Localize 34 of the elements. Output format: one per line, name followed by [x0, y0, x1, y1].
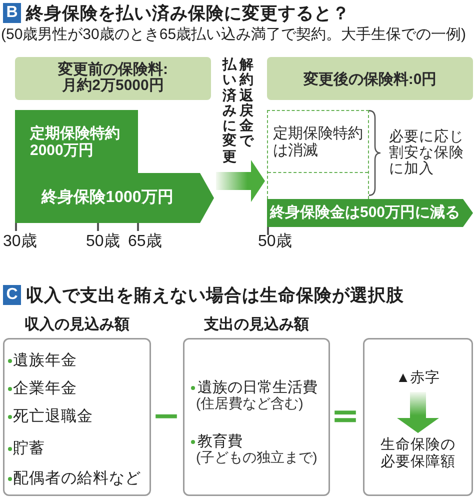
minus-sign: −: [152, 396, 180, 436]
section-heading: 終身保険を払い済み保険に変更すると？: [26, 2, 350, 25]
block-arrow: [397, 392, 439, 433]
list-item: (住居費など含む): [196, 394, 304, 412]
section-badge: B: [3, 3, 21, 23]
list-item: 配偶者の給料など: [13, 470, 141, 488]
subtitle: (50歳男性が30歳のとき65歳払い込み満了で契約。大手生保での一例): [1, 25, 466, 45]
column-heading: 支出の見込み額: [204, 315, 309, 335]
axis-label: 30歳: [3, 233, 37, 251]
list-item: (子どもの独立まで): [196, 448, 318, 466]
premium-band: 変更後の保険料:0円: [267, 57, 473, 100]
note-text: 必要に応じ割安な保険に加入: [389, 129, 465, 177]
list-item: 遺族の日常生活費: [198, 379, 318, 396]
section-heading: 収入で支出を賄えない場合は生命保険が選択肢: [26, 284, 404, 307]
coverage-bar: 定期保険特約2000万円: [15, 110, 138, 173]
block-arrow: [216, 160, 265, 202]
equals-sign: =: [331, 396, 360, 436]
column-heading: 収入の見込み額: [24, 315, 130, 335]
arrow-bar: 終身保険1000万円: [15, 173, 214, 223]
axis-label: 50歳: [86, 233, 120, 251]
premium-band: 変更前の保険料:月約2万5000円: [15, 57, 211, 100]
edge-label: 解約返戻金で払い済みに変更: [222, 57, 254, 164]
list-item: 死亡退職金: [13, 408, 93, 426]
list-item: 貯蓄: [13, 440, 45, 458]
section-badge: C: [3, 285, 21, 305]
arrow-bar: 終身保険金は500万円に減る: [267, 199, 473, 227]
axis-label: 50歳: [258, 233, 292, 251]
box-text: 生命保険の必要保障額: [376, 437, 460, 473]
result-box: [363, 338, 473, 496]
axis-label: 65歳: [128, 233, 162, 251]
list-item: 遺族年金: [13, 352, 77, 370]
list-item: 教育費: [198, 433, 242, 451]
list-item: 企業年金: [13, 380, 77, 398]
box-text: ▲赤字: [395, 368, 441, 388]
